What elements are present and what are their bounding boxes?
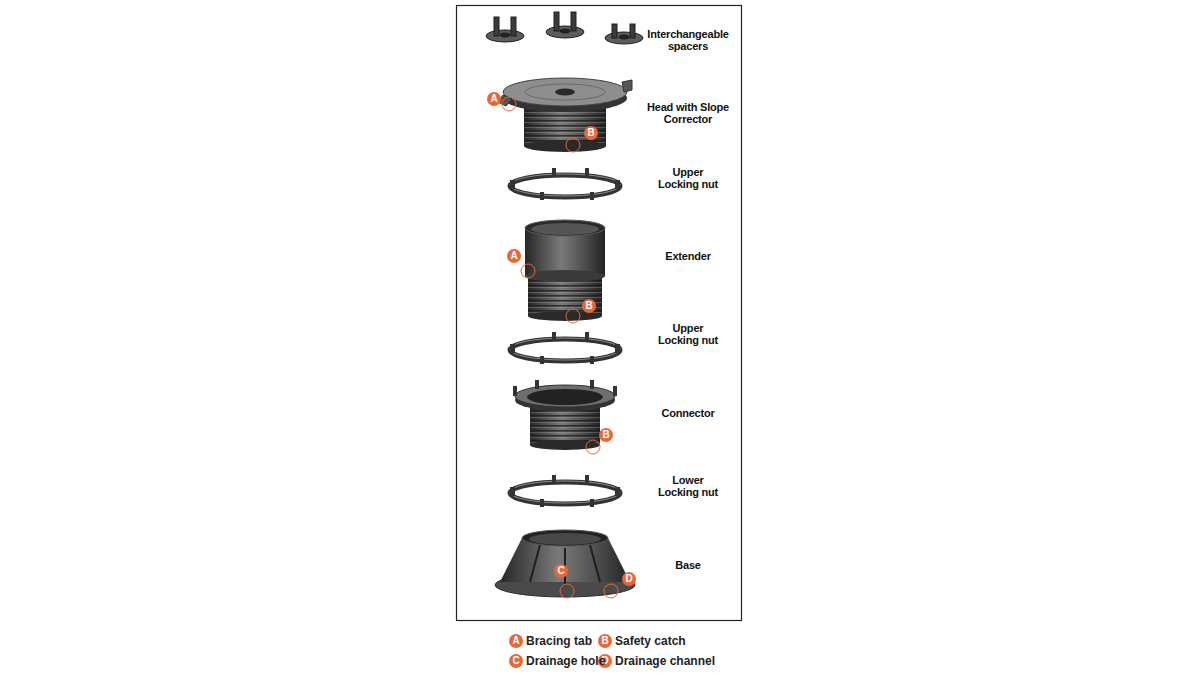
callout-letter: C (509, 654, 523, 668)
callout-text: B (602, 429, 609, 440)
legend-text: Drainage hole (526, 654, 605, 668)
part-name: Connector (638, 407, 738, 419)
callout-text: B (601, 635, 608, 646)
legend-text: Bracing tab (526, 634, 592, 648)
upper-locking-nut (510, 332, 620, 364)
callout-letter: B (582, 299, 596, 313)
part-name: Upper Locking nut (652, 166, 724, 190)
callout-text: A (510, 250, 517, 261)
legend-text: Safety catch (615, 634, 686, 648)
part-name: Interchangeable spacers (641, 28, 736, 52)
callout-text: C (512, 655, 519, 666)
callout-letter: A (507, 249, 521, 263)
head-with-slope-corrector (498, 78, 632, 152)
connector-part (513, 380, 617, 450)
part-name: Head with Slope Corrector (641, 101, 736, 125)
callout-letter: A (509, 634, 523, 648)
part-name: Lower Locking nut (652, 474, 724, 498)
callout-letter: B (599, 428, 613, 442)
part-name: Extender (638, 250, 738, 262)
base-part (495, 530, 635, 597)
part-name: Base (638, 559, 738, 571)
callout-text: B (585, 300, 592, 311)
callout-letter: B (598, 634, 612, 648)
callout-letter: A (487, 92, 501, 106)
callout-text: A (512, 635, 519, 646)
extender (525, 220, 605, 321)
callout-text: D (625, 573, 632, 584)
callout-text: B (587, 127, 594, 138)
callout-letter: D (622, 572, 636, 586)
callout-text: A (490, 93, 497, 104)
callout-letter: C (554, 564, 568, 578)
frame (457, 6, 742, 621)
spacer (486, 12, 643, 44)
legend-text: Drainage channel (615, 654, 715, 668)
callout-text: C (557, 565, 564, 576)
lower-locking-nut (510, 475, 620, 507)
callout-ring (502, 97, 618, 598)
callout-letter: B (584, 126, 598, 140)
upper-locking-nut (510, 168, 620, 200)
part-name: Upper Locking nut (652, 322, 724, 346)
